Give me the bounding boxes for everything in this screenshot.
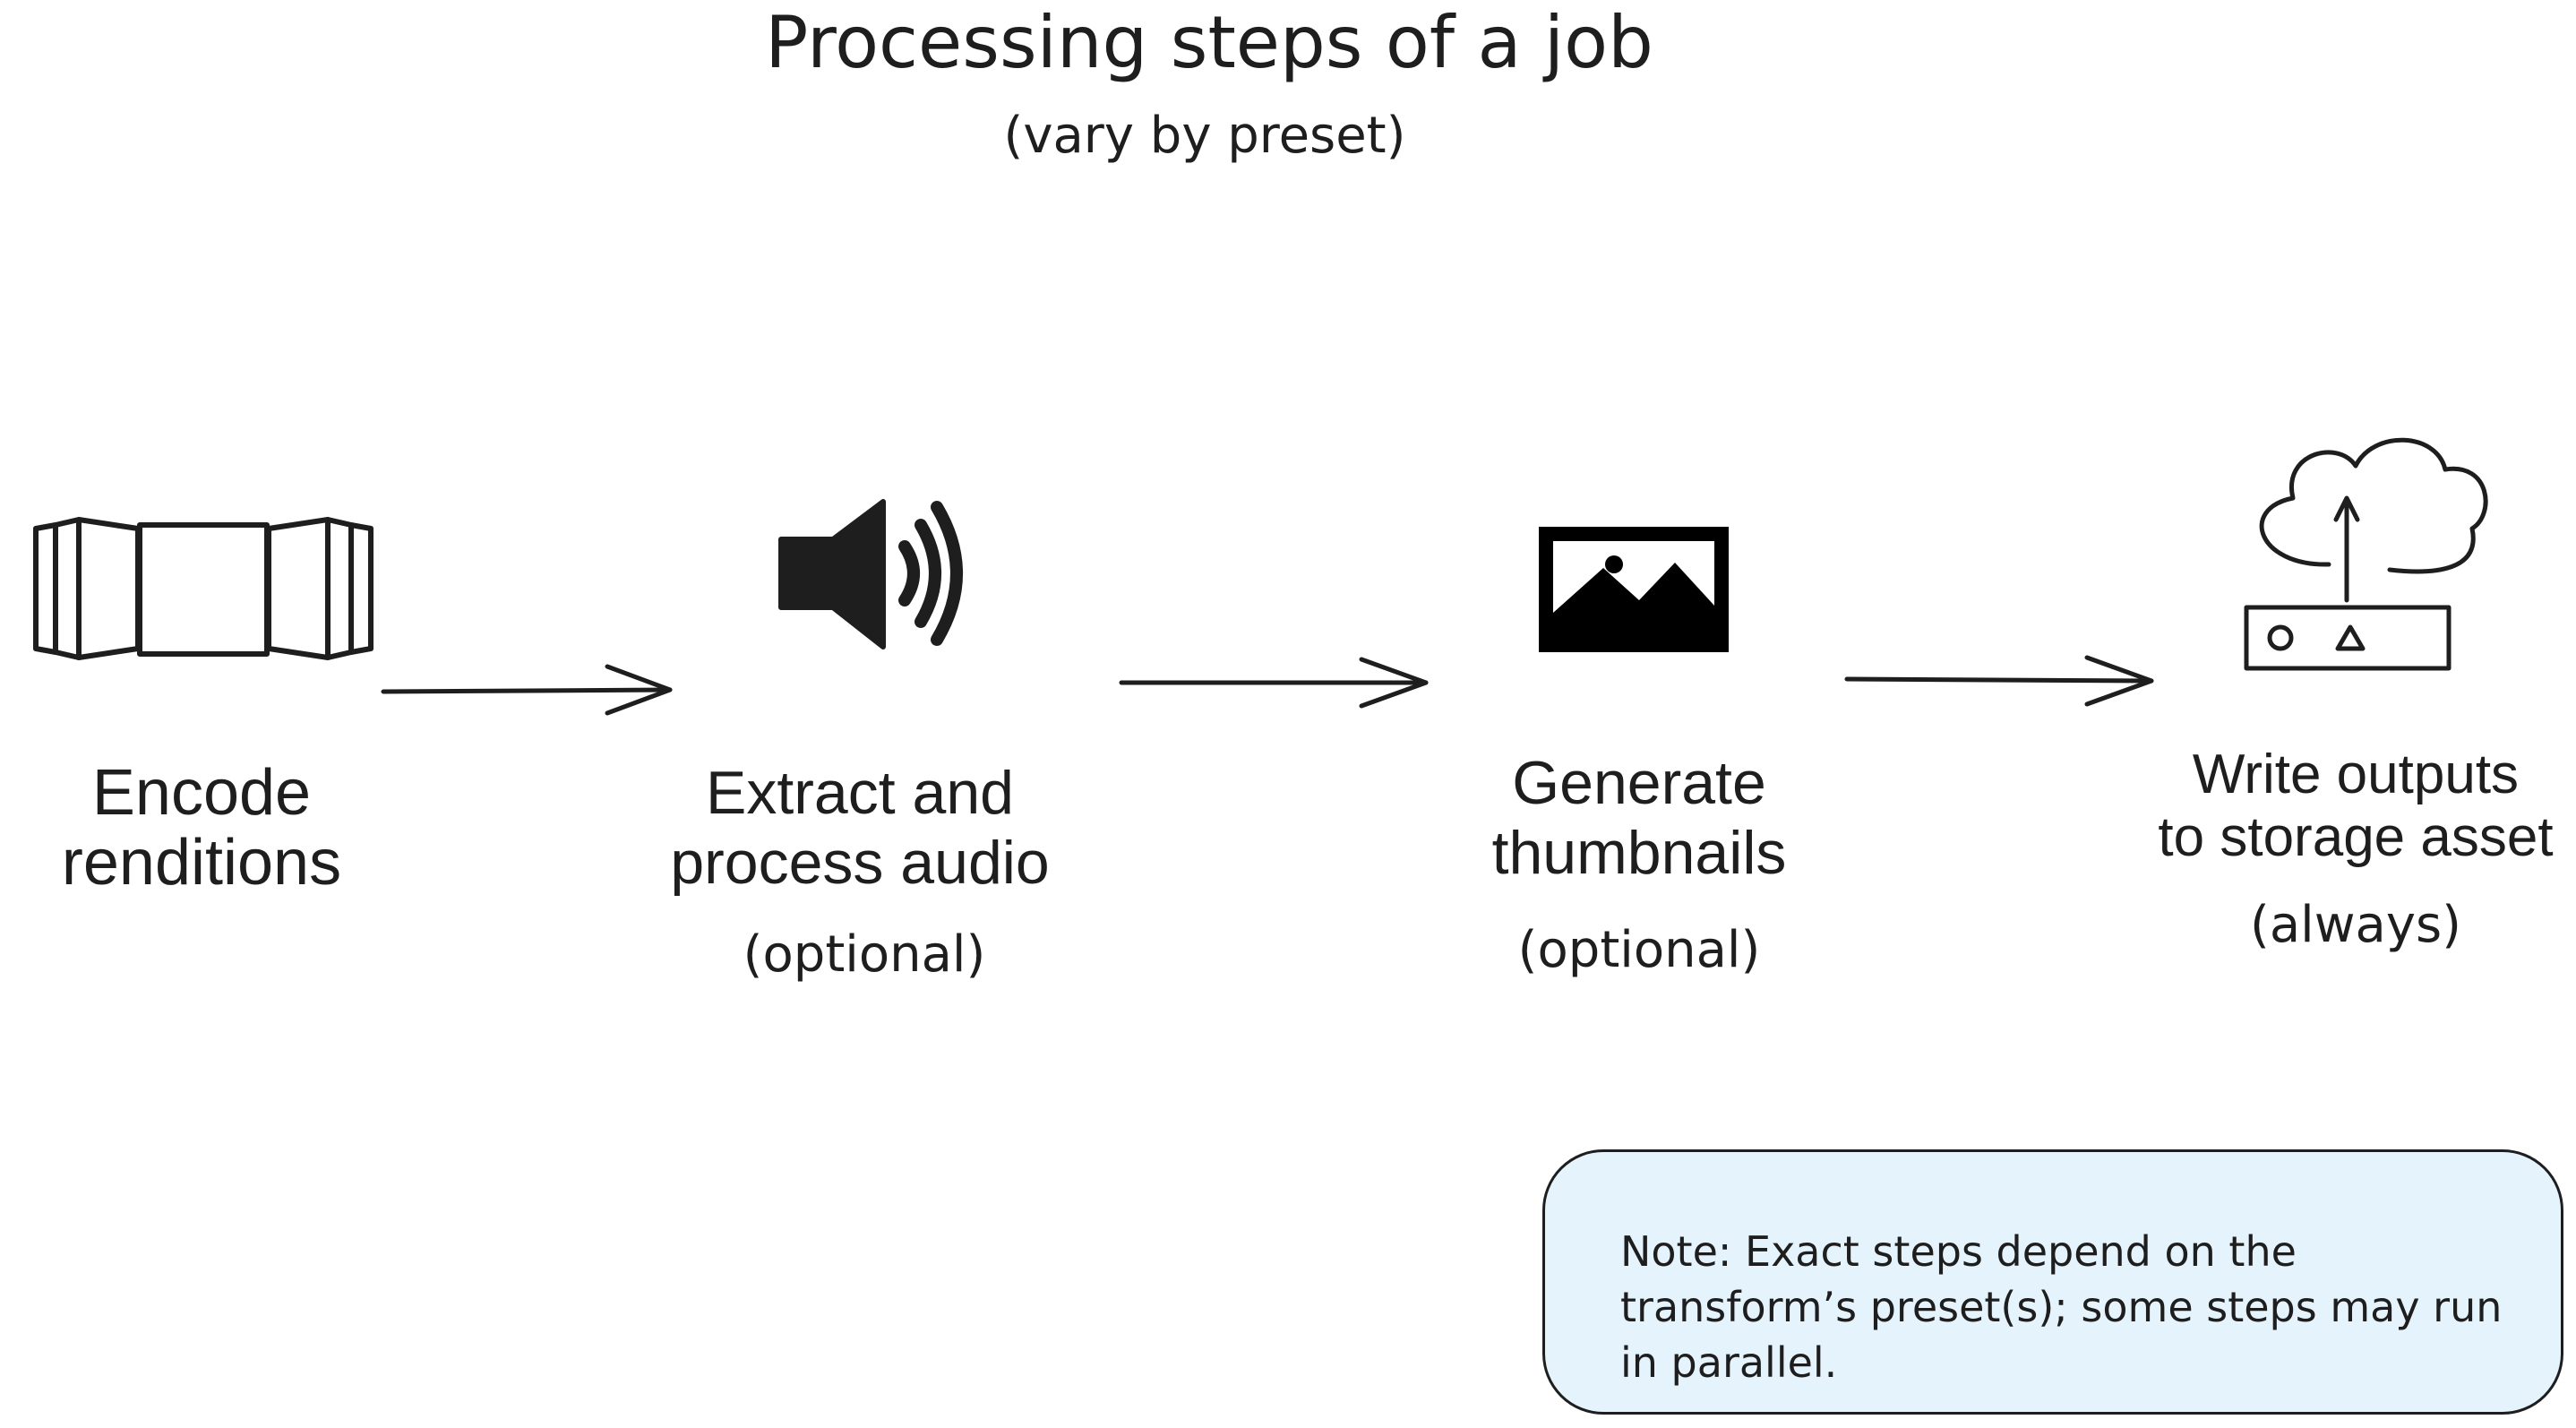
step-audio-note: (optional) [743,925,986,984]
arrow-encode-to-audio [381,664,673,716]
footnote-box: Note: Exact steps depend on the transfor… [1542,1149,2563,1415]
step-encode-label-line1: Encode [91,757,312,829]
diagram-title: Processing steps of a job [765,1,1653,84]
step-thumbnails-label-line2: thumbnails [1491,819,1787,887]
arrow-audio-to-thumbnails [1119,657,1429,709]
speaker-icon [778,499,963,649]
cloud-upload-storage-icon [2244,437,2488,671]
diagram-subtitle: (vary by preset) [1003,107,1406,165]
step-write-label: Write outputs to storage asset [2132,744,2576,869]
step-audio-label: Extract and process audio [636,758,1084,898]
step-thumbnails-note: (optional) [1517,921,1761,979]
step-thumbnails-label: Generate thumbnails [1415,748,1863,888]
film-reel-icon [33,517,374,660]
step-write-label-line1: Write outputs [2192,744,2520,805]
step-thumbnails-label-line1: Generate [1512,749,1766,817]
step-encode-label-line2: renditions [61,827,342,899]
image-icon [1539,527,1729,652]
step-encode-label: Encode renditions [0,758,403,898]
arrow-thumbnails-to-write [1844,655,2154,707]
step-write-note: (always) [2249,896,2461,954]
footnote-text: Note: Exact steps depend on the transfor… [1620,1227,2503,1387]
step-audio-label-line2: process audio [670,829,1050,897]
step-audio-label-line1: Extract and [706,759,1014,827]
step-write-label-line2: to storage asset [2158,806,2554,868]
